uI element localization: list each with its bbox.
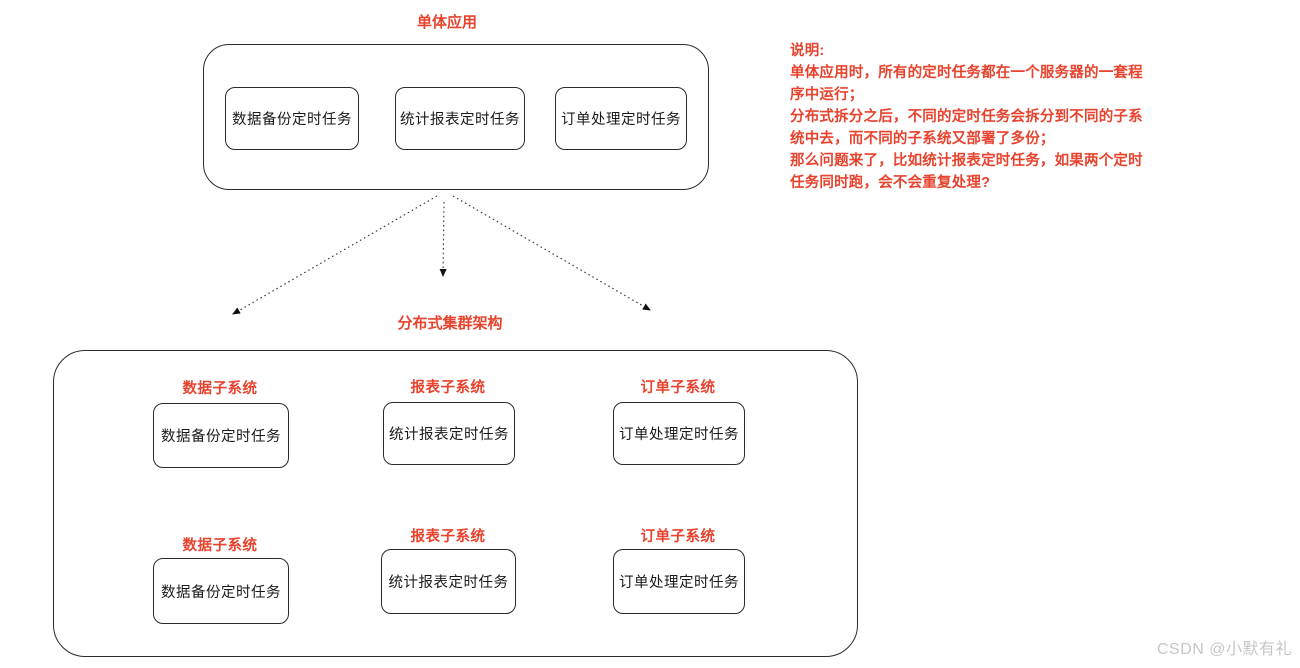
subsystem-task-data-2: 数据备份定时任务 <box>153 558 289 624</box>
monolith-task-data-backup: 数据备份定时任务 <box>225 87 359 150</box>
cluster-title: 分布式集群架构 <box>397 315 503 332</box>
arrow-right <box>452 195 651 311</box>
note-line: 序中运行； <box>790 87 864 103</box>
arrow-middle <box>439 201 447 277</box>
monolith-task-report: 统计报表定时任务 <box>395 87 525 150</box>
subsystem-label-order-1: 订单子系统 <box>640 380 716 396</box>
subsystem-task-report-1: 统计报表定时任务 <box>383 402 515 465</box>
arrow-left <box>232 195 438 315</box>
subsystem-task-report-2: 统计报表定时任务 <box>381 549 516 614</box>
subsystem-label-data-1: 数据子系统 <box>182 381 258 397</box>
csdn-watermark: CSDN @小默有礼 <box>1156 641 1292 658</box>
explanation-note: 说明: 单体应用时，所有的定时任务都在一个服务器的一套程 序中运行； 分布式拆分… <box>790 40 1200 194</box>
subsystem-label-data-2: 数据子系统 <box>182 538 258 554</box>
subsystem-label-report-1: 报表子系统 <box>410 380 486 396</box>
note-line: 说明: <box>790 43 825 59</box>
note-line: 统中去，而不同的子系统又部署了多份； <box>790 131 1055 147</box>
note-line: 那么问题来了，比如统计报表定时任务，如果两个定时 <box>790 153 1143 169</box>
monolith-title: 单体应用 <box>416 14 477 31</box>
subsystem-task-data-1: 数据备份定时任务 <box>153 403 289 468</box>
subsystem-label-report-2: 报表子系统 <box>410 529 486 545</box>
note-line: 单体应用时，所有的定时任务都在一个服务器的一套程 <box>790 65 1143 81</box>
subsystem-task-order-1: 订单处理定时任务 <box>613 402 745 465</box>
subsystem-label-order-2: 订单子系统 <box>640 529 716 545</box>
note-line: 分布式拆分之后，不同的定时任务会拆分到不同的子系 <box>790 109 1143 125</box>
subsystem-task-order-2: 订单处理定时任务 <box>613 549 745 614</box>
note-line: 任务同时跑，会不会重复处理? <box>790 175 991 191</box>
monolith-task-order: 订单处理定时任务 <box>555 87 687 150</box>
